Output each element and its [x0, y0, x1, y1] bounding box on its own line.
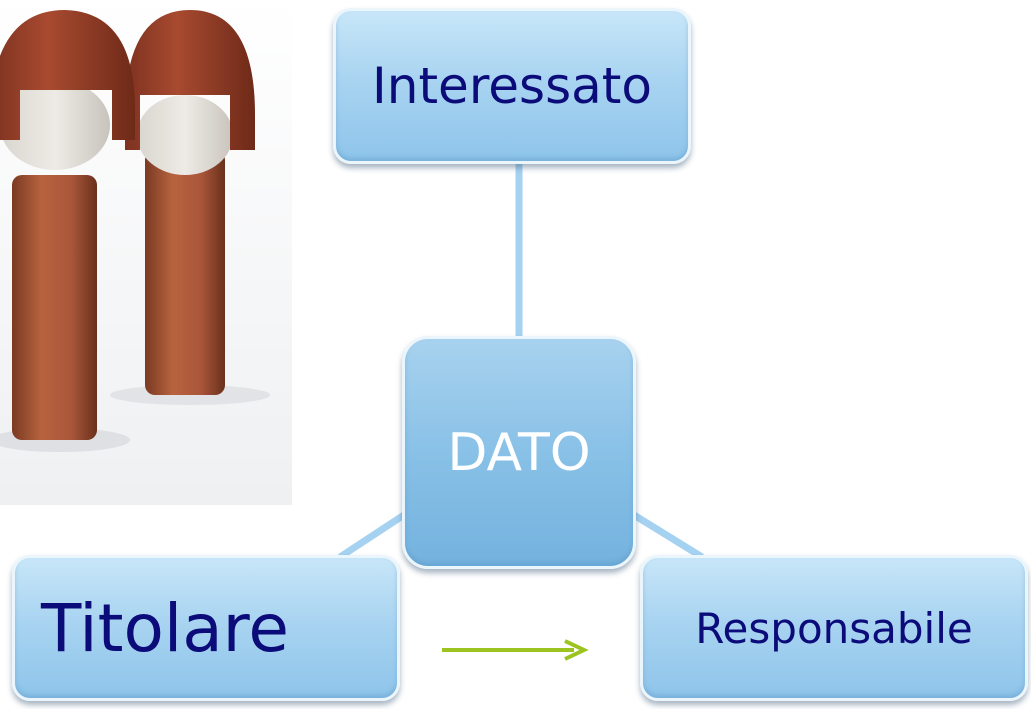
kokeshi-doll-right — [125, 10, 255, 395]
arrow-titolare-responsabile — [442, 639, 589, 661]
connector-dato-responsabile — [632, 512, 704, 560]
node-dato-label: DATO — [447, 422, 591, 483]
node-interessato: Interessato — [333, 8, 691, 164]
node-interessato-label: Interessato — [372, 57, 652, 115]
kokeshi-dolls-illustration — [0, 0, 292, 505]
node-titolare: Titolare — [12, 555, 400, 701]
connector-dato-titolare — [338, 512, 406, 560]
node-dato: DATO — [402, 336, 636, 569]
node-responsabile-label: Responsabile — [695, 603, 973, 653]
node-responsabile: Responsabile — [640, 555, 1028, 701]
node-titolare-label: Titolare — [41, 589, 289, 667]
kokeshi-doll-left — [0, 10, 135, 440]
